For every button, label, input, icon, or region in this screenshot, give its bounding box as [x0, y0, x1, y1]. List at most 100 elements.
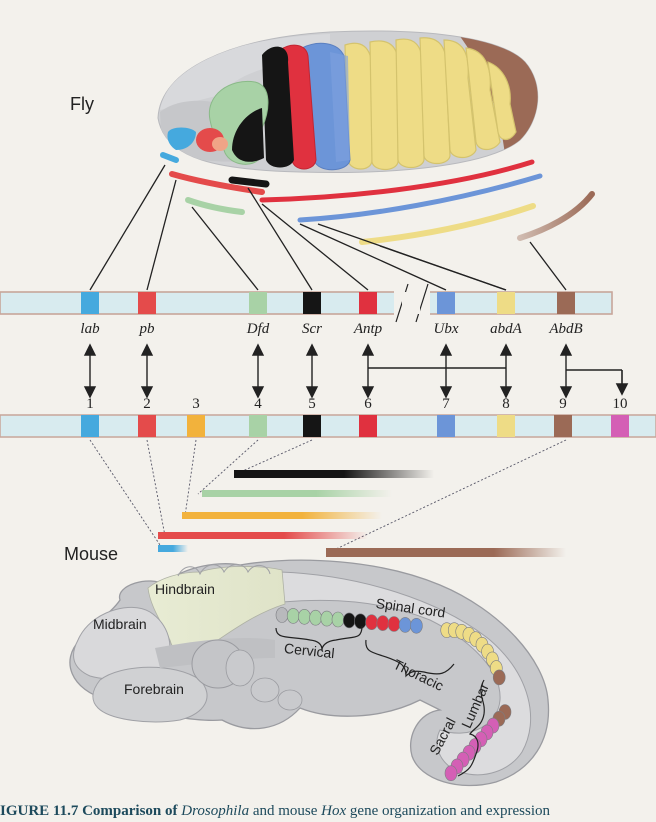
mouse-gene-box-2	[138, 415, 156, 437]
mouse-embryo	[69, 559, 550, 787]
caption-suffix: gene organization and expression	[346, 803, 550, 819]
arrowhead-down	[499, 386, 513, 399]
fly-gene-box-antp	[359, 292, 377, 314]
mouse-gene-box-8	[497, 415, 515, 437]
fly-gene-label-antp: Antp	[353, 321, 383, 337]
mouse-gene-box-3	[187, 415, 205, 437]
somite	[398, 617, 412, 633]
mouse-gene-number-4: 4	[254, 396, 262, 412]
mouse-gene-number-5: 5	[308, 396, 316, 412]
fly-gene-box-dfd	[249, 292, 267, 314]
arrowhead-down	[361, 386, 375, 399]
fly-abdominal-segments	[344, 37, 517, 171]
homology-arrows	[83, 343, 573, 399]
mouse-gene-box-1	[81, 415, 99, 437]
mouse-gene-box-10	[611, 415, 629, 437]
mouse-gene-box-9	[554, 415, 572, 437]
caption-prefix: IGURE 11.7 Comparison of	[0, 803, 182, 819]
arrowhead-up	[83, 343, 97, 356]
mouse-gene-number-9: 9	[559, 396, 567, 412]
fly-domain-dfd	[185, 197, 245, 215]
fly-domain-antp	[259, 159, 535, 203]
mouse-gene-cluster	[0, 414, 656, 438]
fly-embryo	[157, 30, 539, 174]
fly-gene-box-abda	[497, 292, 515, 314]
fly-domain-abdb	[517, 191, 595, 241]
fly-gene-label-lab: lab	[80, 321, 100, 337]
somite	[331, 611, 345, 628]
fly-gene-box-abdb	[557, 292, 575, 314]
arrowhead-up	[361, 343, 375, 356]
somite	[286, 608, 300, 624]
fly-gene-box-scr	[303, 292, 321, 314]
fly-gene-label-pb: pb	[139, 321, 155, 337]
fly-gene-label-scr: Scr	[302, 321, 322, 337]
mouse-domain-hox9	[326, 548, 566, 557]
mouse-gene-box-7	[437, 415, 455, 437]
arrowhead-up	[305, 343, 319, 356]
caption-gene: Hox	[321, 803, 347, 819]
somite	[298, 608, 311, 625]
hindbrain-label: Hindbrain	[155, 581, 215, 597]
somite	[365, 614, 378, 631]
fly-gene-box-pb	[138, 292, 156, 314]
caption-organism: Drosophila	[181, 803, 250, 819]
somite	[492, 669, 506, 686]
mouse-somites	[275, 607, 512, 782]
fly-domain-pb	[169, 171, 265, 195]
mouse-expression-domains	[158, 470, 566, 557]
fly-domain-scr	[228, 176, 270, 188]
somite	[320, 610, 334, 627]
caption-middle: and mouse	[249, 803, 322, 819]
mouse-gene-box-4	[249, 415, 267, 437]
figure-caption: IGURE 11.7 Comparison of Drosophila and …	[0, 803, 656, 822]
mouse-domain-hox4	[202, 490, 392, 497]
mouse-gene-number-1: 1	[86, 396, 94, 412]
fly-connectors	[89, 164, 567, 291]
arrowhead-up	[439, 343, 453, 356]
somite	[309, 609, 322, 626]
arrowhead-down	[559, 386, 573, 399]
mouse-gene-box-6	[359, 415, 377, 437]
fly-cluster-break	[394, 283, 430, 323]
somite	[410, 617, 423, 634]
arrowhead-up	[499, 343, 513, 356]
fly-domain-ubx	[297, 173, 543, 223]
somite	[354, 613, 367, 630]
fly-gene-label-dfd: Dfd	[246, 321, 270, 337]
mouse-connectors	[89, 439, 567, 551]
fly-gene-label-abda: abdA	[490, 321, 522, 337]
fly-domain-lab	[160, 152, 179, 163]
mouse-gene-number-6: 6	[364, 396, 372, 412]
gene-group-brackets	[368, 367, 629, 396]
mouse-domain-hox2	[158, 532, 368, 539]
mouse-gene-number-8: 8	[502, 396, 510, 412]
mouse-gene-number-10: 10	[612, 396, 628, 412]
arrowhead-down	[251, 386, 265, 399]
mouse-gene-number-3: 3	[192, 396, 200, 412]
mouse-gene-number-7: 7	[442, 396, 450, 412]
mouse-domain-hox5	[234, 470, 434, 478]
mouse-chromosome-bar	[0, 414, 656, 438]
somite	[342, 612, 356, 629]
mouse-domain-hox3	[182, 512, 382, 519]
arrowhead-down	[439, 386, 453, 399]
somite	[376, 615, 390, 631]
fly-domain-abda	[359, 203, 536, 245]
fly-gene-label-abdb: AbdB	[549, 321, 583, 337]
arrowhead-down	[305, 386, 319, 399]
somite	[444, 765, 458, 782]
fly-expression-domains	[160, 152, 595, 245]
arrowhead-down	[140, 386, 154, 399]
mouse-label: Mouse	[64, 544, 119, 564]
fly-gene-cluster	[0, 283, 613, 323]
somite	[275, 607, 289, 623]
somite	[387, 616, 401, 632]
fly-gene-label-ubx: Ubx	[433, 321, 459, 337]
fly-label: Fly	[70, 94, 94, 114]
mouse-gene-number-2: 2	[143, 396, 151, 412]
fly-gene-box-lab	[81, 292, 99, 314]
arrowhead-down	[83, 386, 97, 399]
fly-gene-box-ubx	[437, 292, 455, 314]
